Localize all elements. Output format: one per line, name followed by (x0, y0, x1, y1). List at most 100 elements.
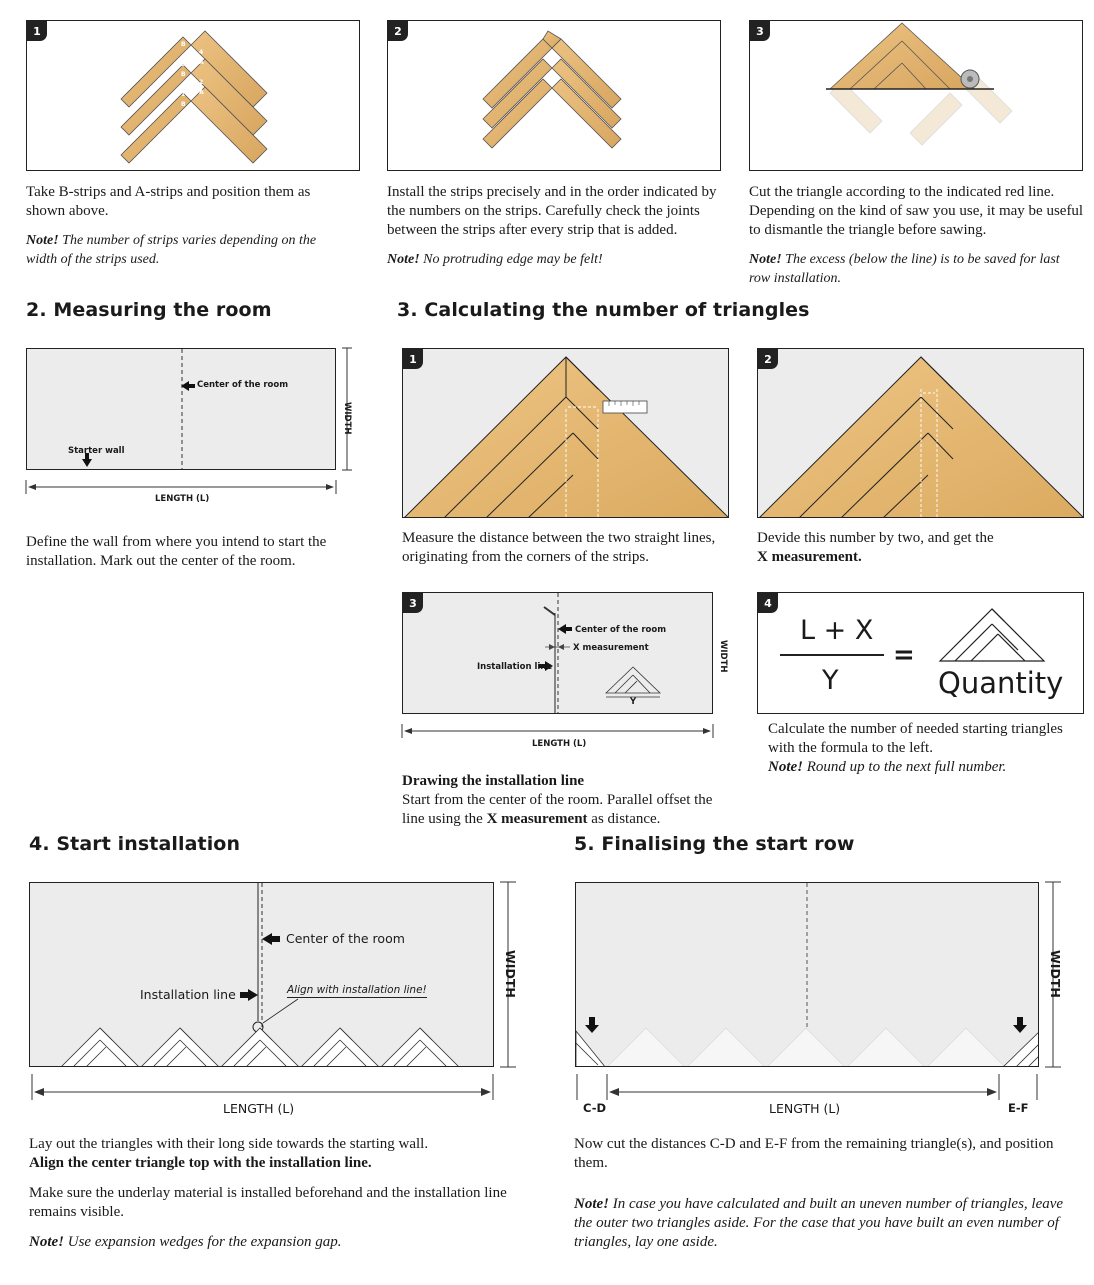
width-label: WIDTH (342, 402, 352, 435)
center-of-room-label: Center of the room (575, 625, 667, 635)
start-triangles-plan (61, 883, 459, 1066)
step-badge: 4 (758, 593, 778, 613)
chevron-assembly-illustration (482, 30, 622, 149)
note-label: Note! (574, 1196, 609, 1212)
center-of-room-label: Center of the room (286, 931, 405, 946)
note-text: Note! Use expansion wedges for the expan… (29, 1233, 519, 1252)
note-body: Round up to the next full number. (803, 759, 1007, 775)
drawing-text-a: Start from the center of the room. Paral… (402, 792, 713, 827)
width-label: WIDTH (503, 950, 518, 998)
step-badge: 2 (388, 21, 408, 41)
note-label: Note! (387, 252, 420, 267)
drawing-text-b: as distance. (587, 811, 661, 827)
finalise-panel (575, 882, 1039, 1067)
section-4-text-bold: Align the center triangle top with the i… (29, 1155, 372, 1171)
width-label: WIDTH (718, 640, 728, 673)
note-text: Note! In case you have calculated and bu… (574, 1195, 1069, 1252)
strip-number-label: 4 (199, 49, 204, 56)
center-of-room-label: Center of the room (197, 380, 289, 390)
strip-letter-label: B (181, 41, 186, 48)
formula-numerator: L + X (800, 615, 874, 646)
step1-panel-3: 3 (749, 20, 1083, 171)
length-label: LENGTH (L) (532, 739, 587, 749)
step-badge: 1 (403, 349, 423, 369)
instruction-text: Take B-strips and A-strips and position … (26, 184, 311, 219)
instruction-text: Install the strips precisely and in the … (387, 184, 717, 238)
section-4-title: 4. Start installation (29, 833, 241, 855)
section-4-text: Lay out the triangles with their long si… (29, 1135, 519, 1252)
installation-line-label: Installation line (477, 662, 553, 672)
section-5-title: 5. Finalising the start row (574, 833, 855, 855)
installation-line-label: Installation line (140, 987, 236, 1002)
drawing-heading: Drawing the installation line (402, 773, 585, 789)
drawing-text-bold: X measurement (486, 811, 588, 827)
triangle-measure-illustration (404, 356, 728, 517)
formula-denominator: Y (822, 665, 839, 696)
x-measurement-label: X measurement (573, 643, 649, 653)
note-label: Note! (26, 233, 59, 248)
calc-panel-1: 1 (402, 348, 729, 518)
step-badge: 3 (403, 593, 423, 613)
step1-text-1: Take B-strips and A-strips and position … (26, 183, 346, 269)
step-badge: 2 (758, 349, 778, 369)
calc-text-2: Devide this number by two, and get the X… (757, 529, 1077, 567)
section-2-text: Define the wall from where you intend to… (26, 534, 327, 569)
note-label: Note! (768, 759, 803, 775)
note-text: Note! The excess (below the line) is to … (749, 250, 1084, 288)
length-label: LENGTH (L) (769, 1101, 841, 1116)
note-body: In case you have calculated and built an… (574, 1196, 1064, 1250)
calc-text-3: Drawing the installation line Start from… (402, 772, 722, 829)
room-plan-panel: Center of the room Starter wall (26, 348, 336, 470)
formula-explanation: Calculate the number of needed starting … (768, 721, 1063, 756)
step1-text-3: Cut the triangle according to the indica… (749, 183, 1084, 288)
triangle-icon (938, 608, 1046, 662)
step-badge: 1 (27, 21, 47, 41)
width-label: WIDTH (1048, 950, 1063, 998)
strip-number-label: 2 (199, 79, 204, 86)
note-text: Note! The number of strips varies depend… (26, 231, 346, 269)
length-label: LENGTH (L) (223, 1101, 295, 1116)
section-2-title: 2. Measuring the room (26, 299, 272, 321)
note-text: Note! Round up to the next full number. (768, 758, 1088, 777)
strip-letter-label: A (199, 89, 204, 96)
formula-result: Quantity (938, 666, 1064, 700)
starter-wall-label: Starter wall (68, 446, 125, 456)
start-installation-panel: Center of the room Installation line Ali… (29, 882, 494, 1067)
length-label: LENGTH (L) (155, 494, 210, 504)
room-plan-lines (82, 349, 195, 469)
note-text: Note! No protruding edge may be felt! (387, 250, 727, 269)
section-3-title: 3. Calculating the number of triangles (397, 299, 810, 321)
strip-number-label: 3 (181, 61, 186, 68)
strip-letter-label: A (199, 59, 204, 66)
calc-text-2b: X measurement. (757, 549, 862, 565)
step-badge: 3 (750, 21, 770, 41)
note-label: Note! (749, 252, 782, 267)
section-4-text-c: Make sure the underlay material is insta… (29, 1185, 507, 1220)
formula-text: Calculate the number of needed starting … (768, 720, 1088, 777)
step1-panel-1: 1 5 B 4 A 3 B 2 A 1 B (26, 20, 360, 171)
strip-letter-label: B (181, 101, 186, 108)
finalise-triangles-plan (576, 883, 1038, 1066)
step1-text-2: Install the strips precisely and in the … (387, 183, 727, 269)
fraction-bar (780, 654, 884, 656)
strip-number-label: 5 (181, 31, 186, 38)
chevron-strips-illustration (120, 30, 268, 164)
strip-letter-label: B (181, 71, 186, 78)
triangle-cut-illustration (826, 22, 1013, 146)
note-body: Use expansion wedges for the expansion g… (64, 1234, 342, 1250)
triangle-half-illustration (759, 356, 1083, 517)
align-label: Align with installation line! (287, 984, 427, 998)
note-body: The excess (below the line) is to be sav… (749, 252, 1060, 286)
ef-label: E-F (1008, 1101, 1029, 1115)
section-4-text-a: Lay out the triangles with their long si… (29, 1136, 429, 1152)
instruction-text: Cut the triangle according to the indica… (749, 184, 1084, 238)
installation-line-plan (539, 593, 661, 713)
calc-text-1: Measure the distance between the two str… (402, 530, 716, 565)
note-body: No protruding edge may be felt! (419, 252, 603, 267)
formula-equals: = (893, 640, 915, 670)
section-5-body: Now cut the distances C-D and E-F from t… (574, 1136, 1054, 1171)
note-label: Note! (29, 1234, 64, 1250)
calc-text-2a: Devide this number by two, and get the (757, 530, 994, 546)
step1-panel-2: 2 (387, 20, 721, 171)
cd-label: C-D (583, 1101, 607, 1115)
